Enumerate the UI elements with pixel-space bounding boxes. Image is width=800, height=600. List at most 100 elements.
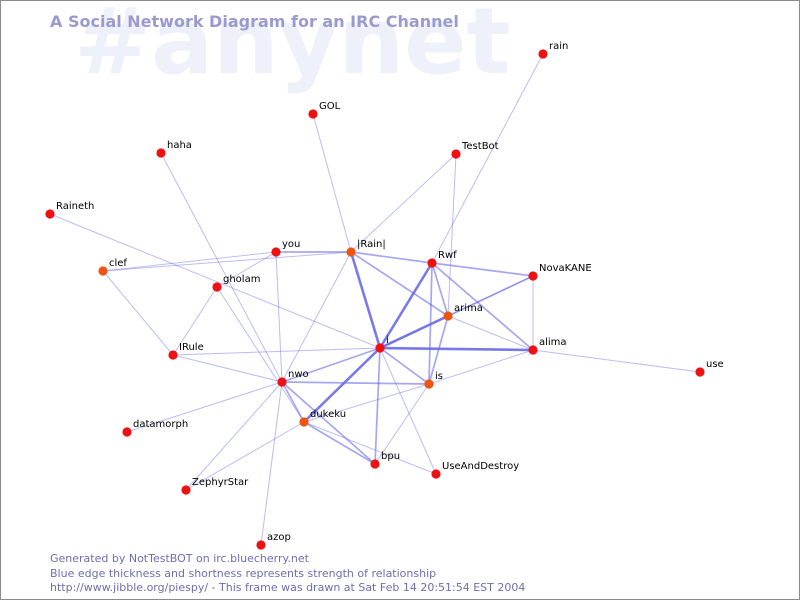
node-label: GOL [319, 101, 341, 112]
node-azop: azop [256, 532, 291, 550]
edge-nwo-dukeku [281, 381, 305, 423]
node-label: is [435, 371, 443, 382]
edge-nwo-azop [260, 381, 283, 546]
node-is: is [424, 371, 443, 389]
edge-alima-is [428, 349, 534, 385]
edge-rain-Rwf [431, 53, 544, 264]
node-ZephyrStar: ZephyrStar [181, 477, 249, 495]
node-you: you [271, 239, 300, 257]
channel-watermark: #anynet [74, 0, 511, 95]
edge-nwo-ZephyrStar [185, 381, 283, 491]
edge-i-is [379, 347, 430, 385]
edge-gholam-IRule [172, 286, 218, 356]
node-dot [431, 469, 441, 479]
node-clef: clef [98, 258, 127, 276]
node-dot [538, 49, 548, 59]
edge-Rwf-arima [431, 262, 449, 317]
footer: Generated by NotTestBOT on irc.bluecherr… [50, 552, 525, 596]
node-label: bpu [381, 451, 400, 462]
edge-i-nwo [281, 347, 381, 383]
node-dot [181, 485, 191, 495]
node-label: arima [454, 303, 483, 314]
diagram-title: A Social Network Diagram for an IRC Chan… [50, 12, 459, 31]
node-dot [98, 266, 108, 276]
edge-Rwf-alima [431, 262, 534, 351]
edge-is-bpu [374, 383, 430, 465]
node-IRule: IRule [168, 342, 204, 360]
footer-generated-by: Generated by NotTestBOT on irc.bluecherr… [50, 552, 309, 565]
node-dot [528, 271, 538, 281]
edge-nwo-IRule [172, 354, 283, 383]
edge-dukeku-UseAndDestroy [303, 421, 437, 475]
node-label: |Rain| [357, 239, 386, 250]
edge-layer [49, 53, 701, 546]
node-Rain: |Rain| [346, 239, 386, 257]
node-dukeku: dukeku [299, 409, 346, 427]
footer-url-timestamp: http://www.jibble.org/piespy/ - This fra… [50, 581, 526, 594]
edge-i-dukeku [303, 347, 381, 423]
node-label: datamorph [133, 419, 188, 430]
node-label: ZephyrStar [192, 477, 249, 488]
node-label: nwo [288, 369, 309, 380]
edge-you-gholam [216, 251, 277, 288]
edge-Rwf-i [378, 262, 434, 349]
node-bpu: bpu [370, 451, 400, 469]
edge-Rain-arima [350, 251, 449, 317]
node-dot [451, 149, 461, 159]
node-UseAndDestroy: UseAndDestroy [431, 461, 519, 479]
edge-nwo-datamorph [126, 381, 283, 433]
node-dot [427, 258, 437, 268]
edge-NovaKANE-arima [447, 275, 534, 317]
node-label: alima [539, 337, 567, 348]
node-label: NovaKANE [539, 263, 592, 274]
node-dot [168, 350, 178, 360]
node-dot [45, 209, 55, 219]
node-label: you [282, 239, 300, 250]
edge-is-dukeku [303, 383, 430, 423]
edge-dukeku-bpu [303, 421, 376, 465]
edge-Rain-Rwf [350, 251, 433, 264]
node-Raineth: Raineth [45, 201, 94, 219]
node-dot [271, 247, 281, 257]
node-dot [443, 311, 453, 321]
node-dot [212, 282, 222, 292]
node-dot [695, 367, 705, 377]
edge-arima-alima [447, 315, 534, 351]
edge-nwo-is [281, 381, 430, 385]
node-arima: arima [443, 303, 483, 321]
node-label: Raineth [56, 201, 94, 212]
node-label: haha [167, 140, 192, 151]
node-label: IRule [179, 342, 204, 353]
node-label: use [706, 359, 724, 370]
node-label: dukeku [310, 409, 346, 420]
edge-Rain-nwo [281, 251, 352, 383]
edge-alima-use [532, 349, 701, 373]
node-dot [256, 540, 266, 550]
node-dot [375, 343, 385, 353]
node-layer: rainGOLTestBothahaRainethyou|Rain|RwfNov… [45, 41, 724, 550]
edge-Rain-i [349, 251, 382, 349]
node-dot [528, 345, 538, 355]
node-alima: alima [528, 337, 567, 355]
node-datamorph: datamorph [122, 419, 188, 437]
node-label: TestBot [461, 141, 499, 152]
edge-Raineth-i [49, 213, 381, 349]
node-label: UseAndDestroy [442, 461, 519, 472]
node-dot [299, 417, 309, 427]
edge-i-IRule [172, 347, 381, 356]
node-dot [346, 247, 356, 257]
node-label: Rwf [438, 250, 457, 261]
node-dot [122, 427, 132, 437]
node-Rwf: Rwf [427, 250, 457, 268]
node-nwo: nwo [277, 369, 309, 387]
node-dot [424, 379, 434, 389]
node-dot [277, 377, 287, 387]
edge-you-nwo [275, 251, 283, 383]
edge-Rwf-NovaKANE [431, 262, 534, 277]
edge-GOL-Rain [312, 113, 352, 253]
edge-arima-i [379, 314, 449, 350]
node-dot [370, 459, 380, 469]
edge-nwo-bpu [281, 381, 376, 465]
edge-clef-you [102, 251, 277, 272]
